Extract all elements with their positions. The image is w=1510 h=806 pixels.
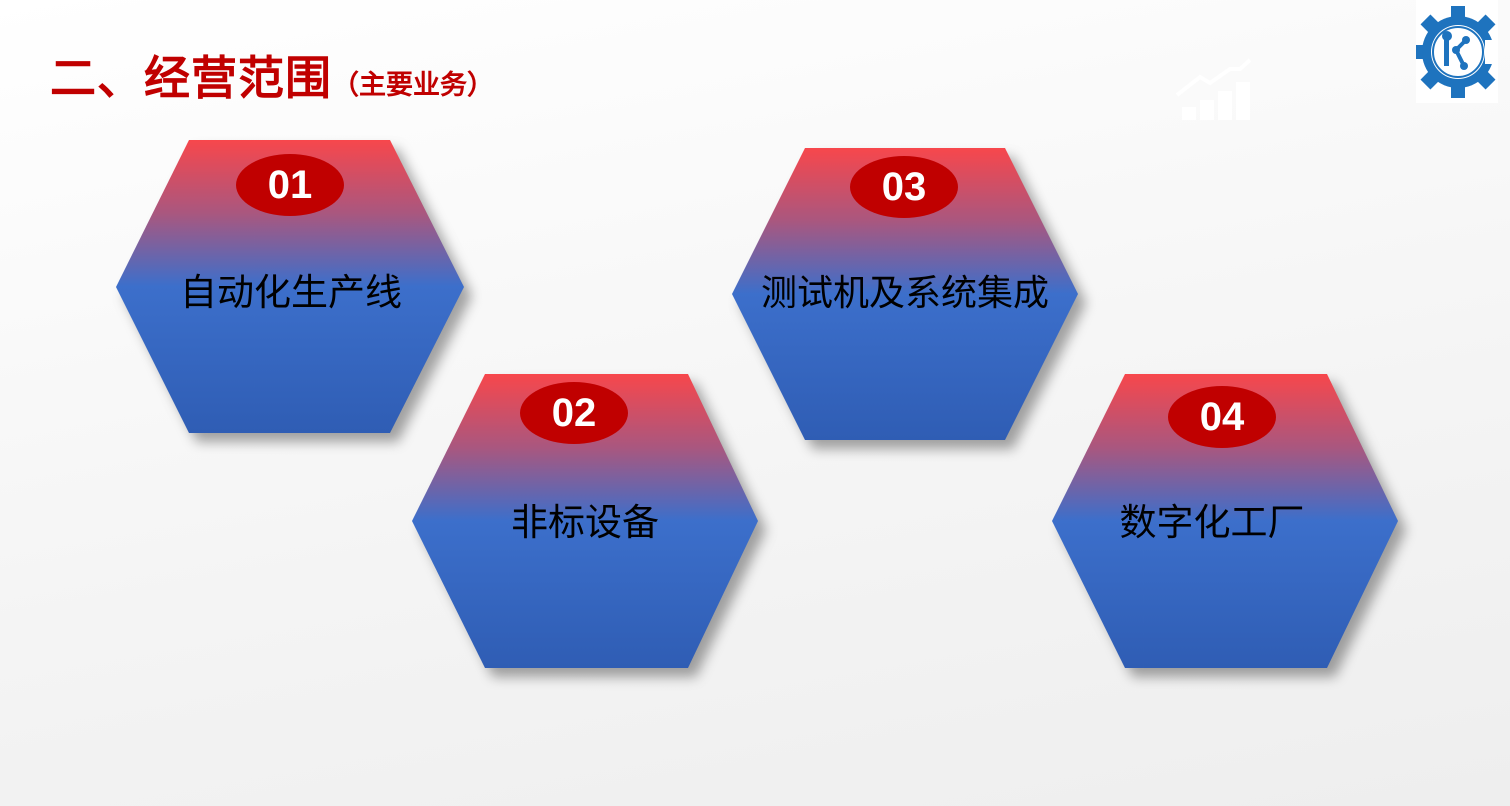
item-number-badge: 01 (236, 154, 344, 216)
company-logo (1412, 0, 1504, 103)
hexagon-shape (1052, 374, 1398, 668)
hexagon-shape (116, 140, 464, 433)
business-item-3: 03 测试机及系统集成 (732, 148, 1082, 444)
item-number-badge: 04 (1168, 386, 1276, 448)
title-subtitle: （主要业务） (332, 70, 494, 101)
item-number-badge: 03 (850, 156, 958, 218)
gear-logo-icon (1412, 6, 1504, 98)
item-label: 自动化生产线 (180, 271, 402, 314)
business-item-2: 02 非标设备 (412, 374, 762, 670)
item-label: 测试机及系统集成 (760, 273, 1049, 314)
item-label: 数字化工厂 (1119, 501, 1305, 544)
business-item-4: 04 数字化工厂 (1052, 374, 1402, 670)
item-number-badge: 02 (520, 382, 628, 444)
page-title: 二、经营范围（主要业务） (50, 42, 494, 108)
title-main: 二、经营范围 (50, 51, 332, 105)
hexagon-shape (412, 374, 758, 668)
business-item-1: 01 自动化生产线 (116, 140, 466, 436)
hexagon-shape (732, 148, 1078, 440)
item-label: 非标设备 (511, 501, 659, 544)
chart-growth-icon (1175, 58, 1252, 120)
